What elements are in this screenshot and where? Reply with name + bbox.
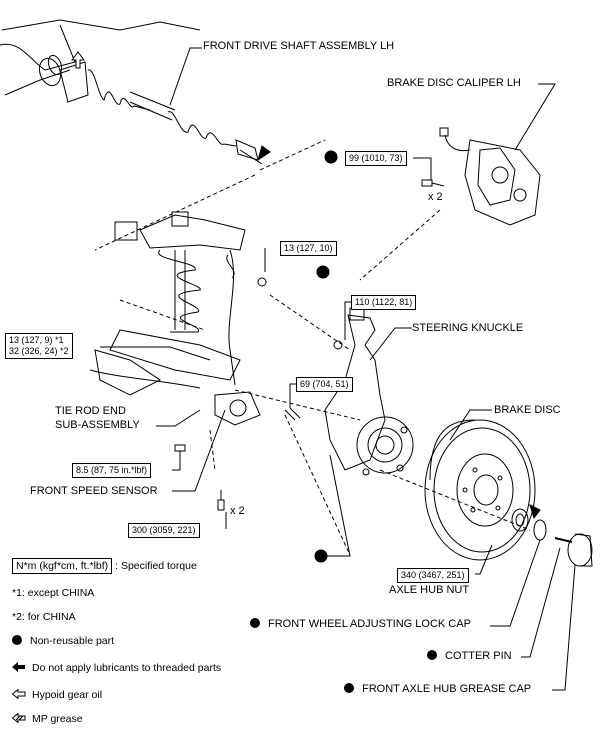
non-reusable-marker	[316, 265, 330, 279]
hatched-arrow-icon	[11, 712, 26, 724]
label-lock-cap: FRONT WHEEL ADJUSTING LOCK CAP	[250, 618, 471, 631]
brake-disc-shape	[424, 419, 536, 561]
legend-unit-box: N*m (kgf*cm, ft.*lbf)	[12, 558, 113, 574]
filled-arrow-icon	[12, 662, 25, 672]
legend-note-1: *1: except CHINA	[12, 587, 95, 599]
label-axle-hub-nut: AXLE HUB NUT	[389, 584, 470, 596]
label-front-speed-sensor: FRONT SPEED SENSOR	[30, 485, 158, 497]
lock-cap-text: FRONT WHEEL ADJUSTING LOCK CAP	[268, 618, 471, 630]
caliper-bolt	[421, 162, 445, 187]
non-reusable-icon	[427, 650, 437, 660]
legend-mp-grease: MP grease	[11, 712, 83, 726]
non-reusable-icon	[344, 683, 354, 693]
cotter-pin-text: COTTER PIN	[445, 650, 512, 662]
torque-tie-rod-2: 32 (326, 24) *2	[9, 346, 69, 356]
legend-note-2: *2: for CHINA	[12, 611, 76, 623]
legend-non-reusable-text: Non-reusable part	[30, 635, 115, 647]
torque-hub-nut: 340 (3467, 251)	[397, 568, 469, 583]
legend-non-reusable: Non-reusable part	[12, 635, 114, 648]
torque-caliper-qty: x 2	[428, 191, 443, 203]
torque-upper: 13 (127, 10)	[280, 241, 337, 256]
hollow-arrow-icon	[11, 688, 26, 700]
label-brake-disc: BRAKE DISC	[494, 404, 561, 416]
label-brake-caliper: BRAKE DISC CALIPER LH	[387, 77, 521, 89]
legend-mp-grease-text: MP grease	[32, 713, 83, 725]
legend-no-lubricant-text: Do not apply lubricants to threaded part…	[32, 662, 222, 674]
label-steering-knuckle: STEERING KNUCKLE	[412, 322, 524, 334]
label-grease-cap: FRONT AXLE HUB GREASE CAP	[344, 683, 531, 696]
torque-sensor: 8.5 (87, 75 in.*lbf)	[72, 463, 152, 478]
torque-speed-sensor-bolt: 69 (704, 51)	[296, 377, 353, 392]
drive-shaft	[0, 19, 271, 165]
label-tie-rod-end-sub: SUB-ASSEMBLY	[55, 419, 140, 431]
suspension	[89, 211, 261, 426]
torque-tie-rod: 13 (127, 9) *1 32 (326, 24) *2	[5, 333, 73, 359]
torque-caliper: 99 (1010, 73)	[345, 151, 407, 166]
leader-lines	[100, 47, 576, 691]
legend-hypoid-text: Hypoid gear oil	[32, 689, 103, 701]
sensor-bolts	[174, 277, 343, 511]
non-reusable-icon	[250, 618, 260, 628]
legend-torque-unit: N*m (kgf*cm, ft.*lbf) : Specified torque	[12, 558, 197, 574]
torque-tie-rod-1: 13 (127, 9) *1	[9, 335, 64, 345]
legend-unit-text: : Specified torque	[115, 560, 197, 572]
legend-hypoid: Hypoid gear oil	[11, 688, 103, 702]
non-reusable-icon	[12, 635, 22, 645]
label-tie-rod-end: TIE ROD END	[55, 405, 126, 417]
brake-caliper	[439, 127, 541, 226]
torque-knuckle-arm: 110 (1122, 81)	[351, 295, 417, 310]
hub-parts	[511, 504, 593, 567]
non-reusable-marker	[324, 150, 338, 164]
torque-lower: 300 (3059, 221)	[128, 523, 200, 538]
label-cotter-pin: COTTER PIN	[427, 650, 512, 663]
legend-no-lubricant: Do not apply lubricants to threaded part…	[12, 662, 221, 675]
non-reusable-marker	[314, 549, 328, 563]
label-front-drive-shaft: FRONT DRIVE SHAFT ASSEMBLY LH	[203, 40, 395, 52]
leader-line	[327, 454, 351, 557]
torque-lower-qty: x 2	[230, 505, 245, 517]
grease-cap-text: FRONT AXLE HUB GREASE CAP	[362, 683, 532, 695]
